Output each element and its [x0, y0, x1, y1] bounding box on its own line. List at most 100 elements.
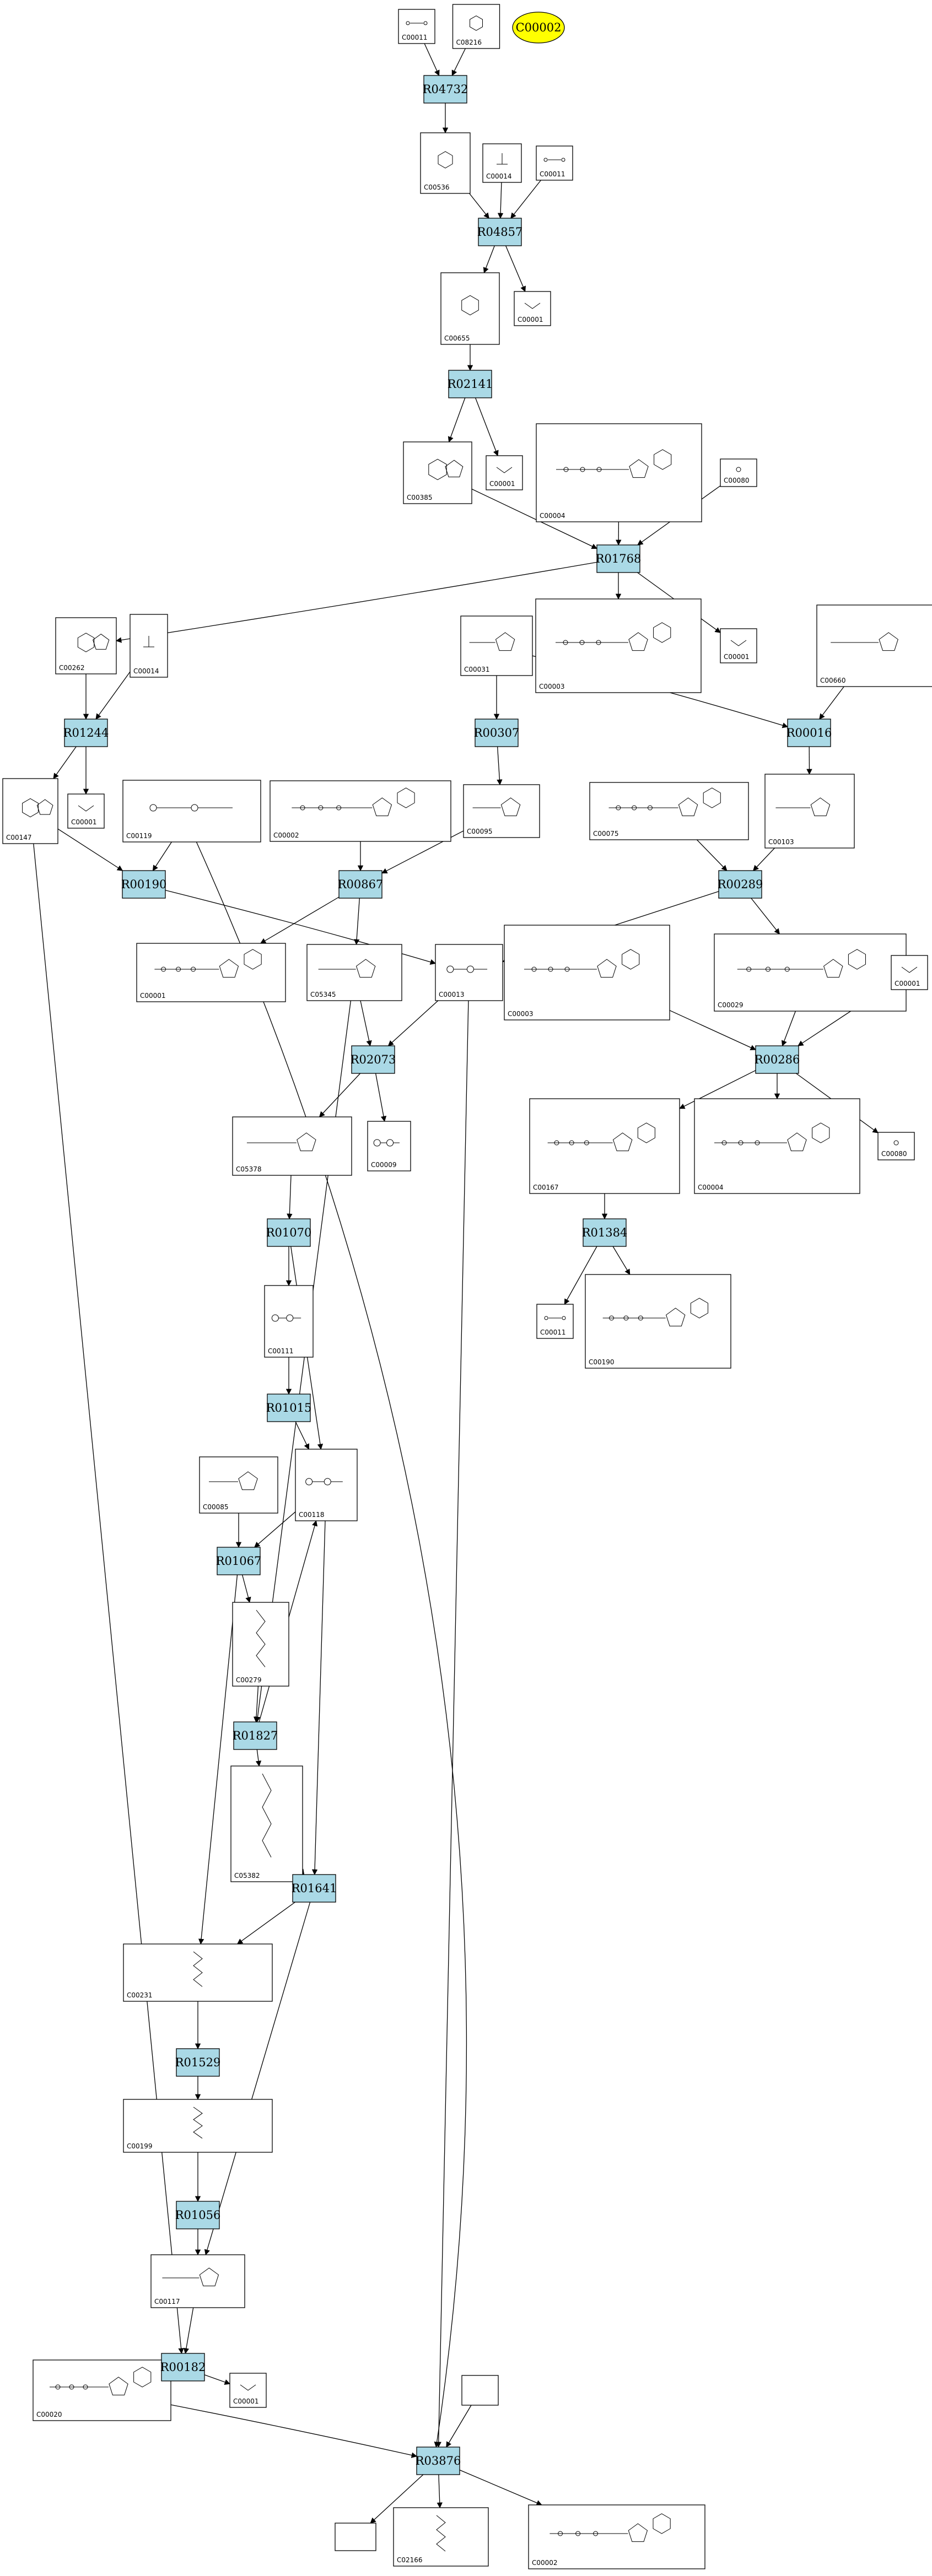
compound-node[interactable]: C00020 — [33, 2359, 171, 2421]
compound-node[interactable]: C00011 — [536, 1304, 574, 1339]
reaction-node[interactable]: R04732 — [423, 75, 468, 104]
reaction-box[interactable] — [64, 719, 108, 747]
reaction-node[interactable]: R00286 — [755, 1045, 800, 1074]
compound-box[interactable] — [504, 925, 670, 1020]
compound-box[interactable] — [122, 780, 261, 843]
compound-node[interactable]: C00655 — [440, 272, 500, 345]
compound-box[interactable] — [460, 615, 533, 676]
compound-node[interactable]: C00011 — [536, 145, 573, 181]
compound-node[interactable]: C05378 — [232, 1116, 352, 1176]
compound-box[interactable] — [585, 1274, 731, 1369]
compound-box[interactable] — [440, 272, 500, 345]
compound-node[interactable]: C00031 — [460, 615, 533, 676]
compound-box[interactable] — [403, 441, 472, 504]
reaction-node[interactable]: R00016 — [786, 719, 832, 747]
compound-node[interactable]: C00014 — [482, 143, 522, 183]
reaction-node[interactable]: R01529 — [175, 2048, 221, 2077]
compound-box[interactable] — [816, 604, 932, 687]
compound-box[interactable] — [529, 1098, 680, 1194]
reaction-box[interactable] — [122, 870, 166, 899]
reaction-node[interactable]: R00307 — [474, 719, 520, 747]
compound-node[interactable]: C08216 — [452, 4, 500, 49]
reaction-box[interactable] — [267, 1394, 311, 1422]
compound-box[interactable] — [306, 944, 402, 1001]
reaction-node[interactable]: R00867 — [338, 870, 384, 899]
reaction-node[interactable]: R01015 — [266, 1394, 312, 1422]
reaction-box[interactable] — [176, 2201, 220, 2229]
compound-box[interactable] — [694, 1098, 860, 1194]
compound-box[interactable] — [589, 782, 749, 840]
compound-node[interactable]: C00001 — [136, 943, 286, 1002]
compound-node[interactable]: C00001 — [891, 955, 928, 990]
compound-node[interactable] — [461, 2375, 499, 2406]
compound-box[interactable] — [123, 2099, 273, 2153]
reaction-box[interactable] — [423, 75, 467, 104]
compound-node[interactable]: C00080 — [720, 458, 757, 487]
reaction-box[interactable] — [596, 544, 640, 573]
compound-box[interactable] — [452, 4, 500, 49]
compound-node[interactable]: C00001 — [720, 628, 757, 663]
compound-box[interactable] — [420, 132, 471, 194]
compound-box[interactable] — [461, 2375, 499, 2406]
compound-node[interactable]: C00231 — [123, 1943, 273, 2002]
reaction-node[interactable]: R01244 — [63, 719, 109, 747]
compound-box[interactable] — [877, 1132, 915, 1160]
reaction-node[interactable]: R01067 — [216, 1547, 262, 1575]
compound-node[interactable]: C00103 — [764, 774, 855, 849]
compound-box[interactable] — [232, 1116, 352, 1176]
compound-node[interactable]: C02166 — [393, 2507, 489, 2567]
reaction-node[interactable]: R01056 — [175, 2201, 221, 2229]
compound-node[interactable]: C00002 — [270, 780, 451, 842]
compound-node[interactable]: C00013 — [435, 944, 503, 1001]
compound-box[interactable] — [535, 598, 702, 693]
reaction-node[interactable]: R01827 — [233, 1721, 278, 1750]
compound-box[interactable] — [528, 2504, 705, 2569]
compound-box[interactable] — [199, 1456, 278, 1514]
compound-node[interactable]: C00004 — [694, 1098, 860, 1194]
reaction-box[interactable] — [217, 1547, 261, 1575]
compound-box[interactable] — [232, 1602, 289, 1687]
compound-box[interactable] — [536, 145, 573, 181]
compound-node[interactable]: C00119 — [122, 780, 261, 843]
reaction-box[interactable] — [478, 218, 522, 246]
reaction-node[interactable]: R03876 — [416, 2447, 461, 2475]
reaction-node[interactable]: R02141 — [448, 370, 493, 398]
compound-box[interactable] — [2, 778, 58, 844]
compound-node[interactable]: C00190 — [585, 1274, 731, 1369]
compound-node[interactable]: C00147 — [2, 778, 58, 844]
compound-node[interactable]: C00660 — [816, 604, 932, 687]
reaction-box[interactable] — [416, 2447, 460, 2475]
compound-node[interactable]: C00029 — [714, 933, 907, 1012]
reaction-box[interactable] — [161, 2353, 205, 2381]
reaction-box[interactable] — [475, 719, 519, 747]
compound-box[interactable] — [270, 780, 451, 842]
compound-node[interactable]: C00001 — [229, 2373, 267, 2408]
compound-box[interactable] — [764, 774, 855, 849]
reaction-node[interactable]: R00289 — [718, 870, 763, 899]
reaction-box[interactable] — [755, 1045, 799, 1074]
compound-box[interactable] — [393, 2507, 489, 2567]
compound-node[interactable]: C00279 — [232, 1602, 289, 1687]
compound-node[interactable]: C00001 — [486, 455, 523, 490]
reaction-node[interactable]: R00190 — [121, 870, 167, 899]
compound-box[interactable] — [398, 9, 435, 44]
reaction-box[interactable] — [292, 1874, 336, 1903]
reaction-box[interactable] — [787, 719, 831, 747]
compound-node[interactable]: C05382 — [230, 1765, 303, 1882]
compound-node[interactable]: C00011 — [398, 9, 435, 44]
compound-node[interactable]: C00001 — [514, 291, 551, 326]
compound-box[interactable] — [55, 617, 117, 674]
compound-node[interactable]: C00118 — [295, 1449, 358, 1521]
compound-node[interactable]: C00262 — [55, 617, 117, 674]
compound-box[interactable] — [714, 933, 907, 1012]
compound-box[interactable] — [136, 943, 286, 1002]
compound-node[interactable]: C00085 — [199, 1456, 278, 1514]
compound-box[interactable] — [123, 1943, 273, 2002]
reaction-box[interactable] — [176, 2048, 220, 2077]
compound-node[interactable]: C00004 — [536, 423, 702, 522]
reaction-box[interactable] — [448, 370, 492, 398]
reaction-node[interactable]: R02073 — [351, 1045, 396, 1074]
reaction-node[interactable]: R01070 — [266, 1218, 312, 1247]
compound-box[interactable] — [230, 1765, 303, 1882]
compound-box[interactable] — [536, 1304, 574, 1339]
